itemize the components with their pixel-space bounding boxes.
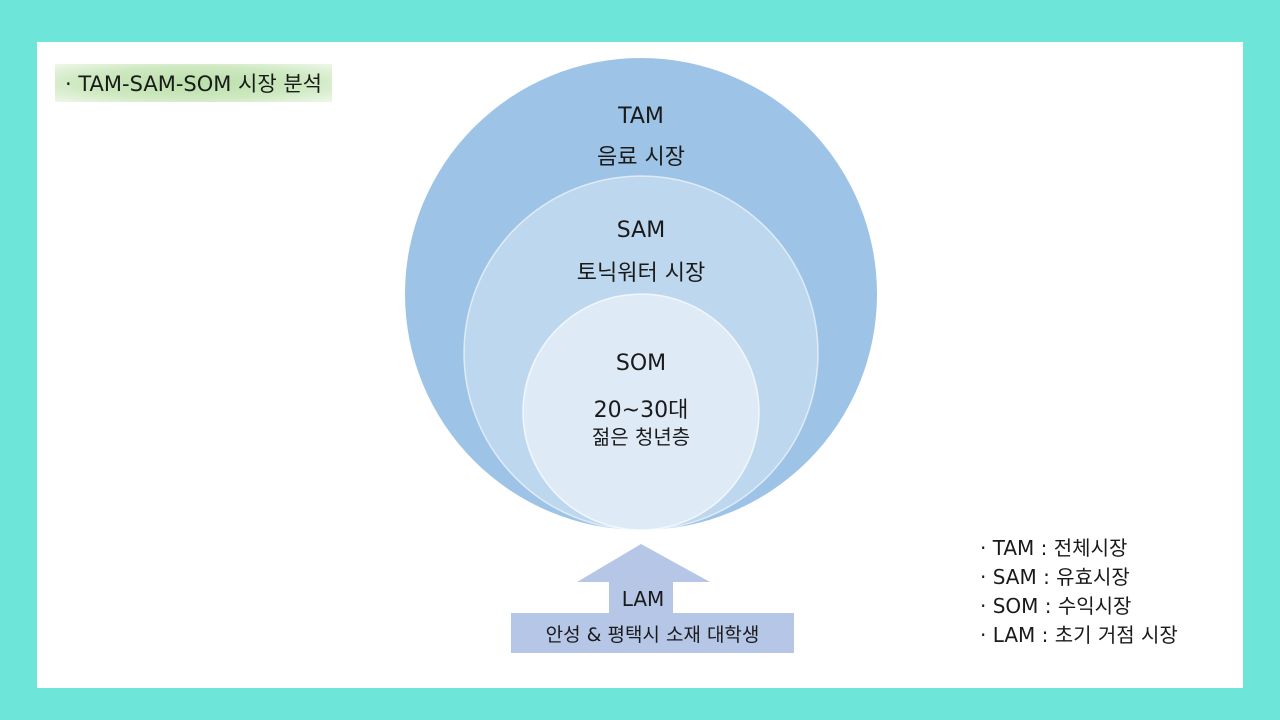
tam-subtitle: 음료 시장 bbox=[597, 145, 685, 170]
legend-item-som: · SOM : 수익시장 bbox=[980, 594, 1132, 618]
legend-item-sam: · SAM : 유효시장 bbox=[980, 565, 1130, 589]
som-subtitle: 20~30대 bbox=[593, 398, 689, 423]
legend-item-tam: · TAM : 전체시장 bbox=[980, 536, 1128, 560]
legend-item-lam: · LAM : 초기 거점 시장 bbox=[980, 623, 1178, 647]
slide-heading: · TAM-SAM-SOM 시장 분석 bbox=[55, 64, 332, 102]
som-circle bbox=[522, 293, 760, 531]
som-subtitle-2: 젊은 청년층 bbox=[591, 425, 691, 449]
lam-subtitle: 안성 & 평택시 소재 대학생 bbox=[545, 623, 760, 646]
lam-box: 안성 & 평택시 소재 대학생 bbox=[511, 613, 794, 653]
sam-title: SAM bbox=[616, 218, 666, 243]
som-title: SOM bbox=[615, 351, 667, 376]
sam-subtitle: 토닉워터 시장 bbox=[576, 261, 706, 286]
slide: · TAM-SAM-SOM 시장 분석 TAM 음료 시장 SAM 토닉워터 시… bbox=[37, 42, 1243, 688]
market-diagram bbox=[405, 58, 877, 614]
lam-title: LAM bbox=[621, 587, 665, 611]
lam-arrow bbox=[577, 544, 710, 614]
tam-title: TAM bbox=[618, 104, 664, 129]
legend: · TAM : 전체시장 · SAM : 유효시장 · SOM : 수익시장 ·… bbox=[980, 534, 1178, 650]
